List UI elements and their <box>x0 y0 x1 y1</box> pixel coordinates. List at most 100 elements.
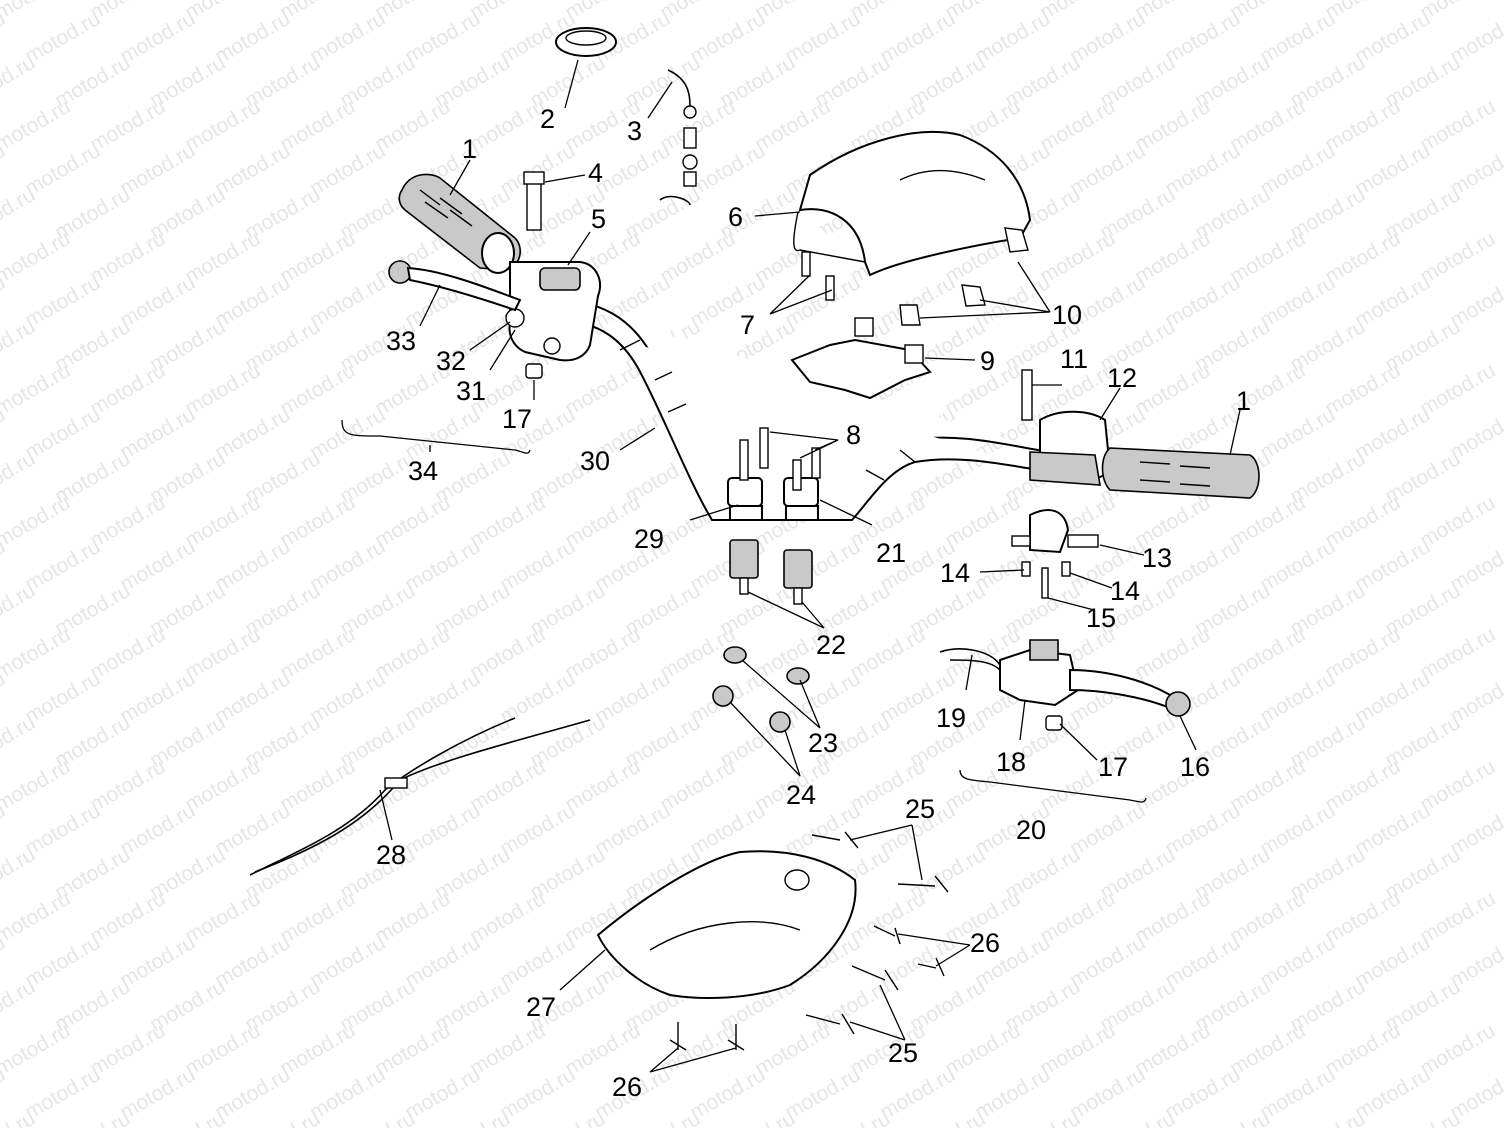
watermark-text: motod.ru <box>1226 1019 1309 1080</box>
watermark-text: motod.ru <box>0 1019 74 1080</box>
throttle-housing-part-5 <box>505 261 601 362</box>
watermark-text: motod.ru <box>371 887 454 948</box>
watermark-text: motod.ru <box>1381 1107 1464 1128</box>
watermark-text: motod.ru <box>241 1107 324 1128</box>
callout-11: 11 <box>1060 344 1088 374</box>
watermark-text: motod.ru <box>1321 227 1404 288</box>
watermark-text: motod.ru <box>751 95 834 156</box>
watermark-text: motod.ru <box>1131 95 1214 156</box>
watermark-text: motod.ru <box>1351 403 1434 464</box>
watermark-text: motod.ru <box>1226 95 1309 156</box>
watermark-text: motod.ru <box>1416 623 1499 684</box>
watermark-text: motod.ru <box>811 1107 894 1128</box>
bolt-part-4 <box>526 177 542 231</box>
callout-5: 5 <box>591 204 606 234</box>
watermark-text: motod.ru <box>21 271 104 332</box>
clip-part-10-a <box>1004 227 1029 253</box>
watermark-text: motod.ru <box>86 623 169 684</box>
watermark-text: motod.ru <box>466 491 549 552</box>
watermark-text: motod.ru <box>876 1063 959 1124</box>
bracket-part-9 <box>790 317 932 400</box>
watermark-text: motod.ru <box>751 1019 834 1080</box>
watermark-text: motod.ru <box>276 359 359 420</box>
watermark-text: motod.ru <box>781 1063 864 1124</box>
switch-part-13 <box>1011 509 1099 554</box>
watermark-text: motod.ru <box>211 271 294 332</box>
watermark-text: motod.ru <box>496 1063 579 1124</box>
nut-part-17-left <box>525 363 543 379</box>
watermark-text: motod.ru <box>591 799 674 860</box>
watermark-text: motod.ru <box>401 1063 484 1124</box>
watermark-text: motod.ru <box>971 1063 1054 1124</box>
watermark-text: motod.ru <box>181 1019 264 1080</box>
watermark-text: motod.ru <box>116 799 199 860</box>
bolts-part-26 <box>669 925 945 1051</box>
watermark-text: motod.ru <box>0 887 74 948</box>
handlebar-part-30 <box>554 299 1051 521</box>
watermark-text: motod.ru <box>1321 95 1404 156</box>
watermark-text: motod.ru <box>1256 931 1339 992</box>
watermark-text: motod.ru <box>1036 1019 1119 1080</box>
watermark-text: motod.ru <box>1066 139 1149 200</box>
watermark-text: motod.ru <box>1191 1107 1274 1128</box>
callout-4: 4 <box>588 158 603 188</box>
watermark-text: motod.ru <box>591 667 674 728</box>
watermark-text: motod.ru <box>1226 887 1309 948</box>
watermark-text: motod.ru <box>21 931 104 992</box>
right-grip-part-1 <box>1101 447 1260 499</box>
watermark-text: motod.ru <box>781 7 864 68</box>
callout-34: 34 <box>408 456 438 486</box>
watermark-text: motod.ru <box>1416 755 1499 816</box>
callout-25-top: 25 <box>905 794 935 824</box>
callout-8: 8 <box>846 420 861 450</box>
watermark-text: motod.ru <box>1036 887 1119 948</box>
watermark-text: motod.ru <box>1066 7 1149 68</box>
watermark-text: motod.ru <box>21 403 104 464</box>
watermark-text: motod.ru <box>116 139 199 200</box>
watermark-text: motod.ru <box>401 7 484 68</box>
watermark-text: motod.ru <box>1321 755 1404 816</box>
watermark-text: motod.ru <box>116 271 199 332</box>
wire-part-19 <box>939 648 1001 671</box>
watermark-text: motod.ru <box>0 491 74 552</box>
watermark-text: motod.ru <box>561 359 644 420</box>
watermark-text: motod.ru <box>0 0 74 24</box>
watermark-text: motod.ru <box>656 95 739 156</box>
callout-25-bottom: 25 <box>888 1038 918 1068</box>
watermark-text: motod.ru <box>21 1063 104 1124</box>
watermark-text: motod.ru <box>591 139 674 200</box>
callout-6: 6 <box>728 202 743 232</box>
watermark-text: motod.ru <box>306 535 389 596</box>
watermark-text: motod.ru <box>1131 623 1214 684</box>
watermark-text: motod.ru <box>116 931 199 992</box>
callout-26-right: 26 <box>970 928 1000 958</box>
watermark-text: motod.ru <box>1416 1019 1499 1080</box>
watermark-text: motod.ru <box>306 931 389 992</box>
callout-17-left: 17 <box>502 404 532 434</box>
watermark-text: motod.ru <box>466 887 549 948</box>
watermark-text: motod.ru <box>1351 667 1434 728</box>
watermark-text: motod.ru <box>306 7 389 68</box>
watermark-text: motod.ru <box>1256 139 1339 200</box>
watermark-text: motod.ru <box>181 491 264 552</box>
callout-30: 30 <box>580 446 610 476</box>
watermark-text: motod.ru <box>0 359 74 420</box>
callout-24: 24 <box>786 780 816 810</box>
bolt-part-11 <box>1021 369 1033 421</box>
watermark-text: motod.ru <box>1131 1019 1214 1080</box>
watermark-text: motod.ru <box>1351 7 1434 68</box>
watermark-text: motod.ru <box>371 491 454 552</box>
watermark-text: motod.ru <box>21 799 104 860</box>
callout-28: 28 <box>376 840 406 870</box>
watermark-text: motod.ru <box>1096 1107 1179 1128</box>
cable-part-28 <box>249 717 591 876</box>
callout-21: 21 <box>876 538 906 568</box>
watermark-text: motod.ru <box>306 271 389 332</box>
watermark-text: motod.ru <box>846 887 929 948</box>
watermark-text: motod.ru <box>496 799 579 860</box>
watermark-text: motod.ru <box>1256 271 1339 332</box>
watermark-text: motod.ru <box>306 667 389 728</box>
left-grip-part-1 <box>398 173 521 274</box>
watermark-text: motod.ru <box>401 535 484 596</box>
watermark-text: motod.ru <box>306 139 389 200</box>
